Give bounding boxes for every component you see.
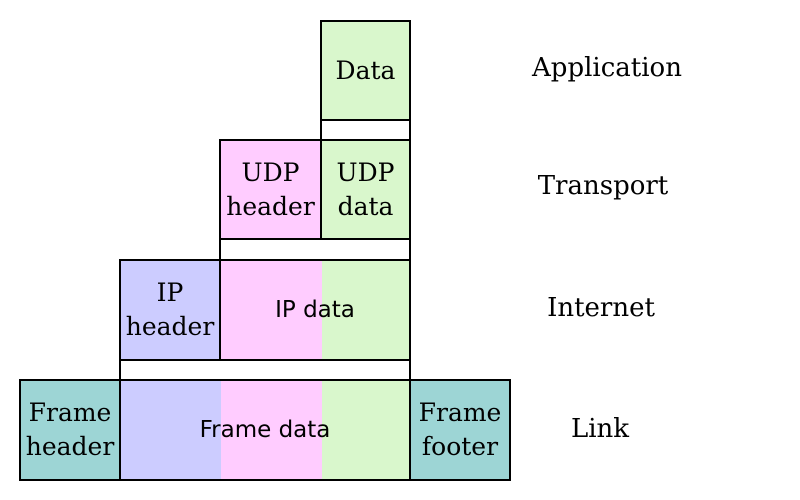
frame-data-box: Frame data <box>119 379 411 481</box>
transport-connector <box>219 238 411 261</box>
application-data-box: Data <box>320 20 411 121</box>
frame-footer-label: Frame footer <box>418 398 502 461</box>
ip-data-udp-header-band <box>221 261 322 359</box>
ip-data-box: IP data <box>219 259 411 361</box>
ip-header-label: IP header <box>125 278 215 341</box>
frame-data-udp-data-band <box>322 381 409 479</box>
udp-data-box: UDP data <box>320 139 411 240</box>
udp-header-box: UDP header <box>219 139 322 240</box>
application-data-label: Data <box>335 55 396 85</box>
ip-data-label-wrap: IP data <box>221 261 409 359</box>
frame-data-udp-header-band <box>221 381 322 479</box>
layer-label-application: Application <box>532 53 682 83</box>
frame-footer-box: Frame footer <box>409 379 511 481</box>
layer-label-transport: Transport <box>537 171 669 201</box>
ip-header-box: IP header <box>119 259 221 361</box>
layer-label-link: Link <box>570 414 630 444</box>
ip-data-label: IP data <box>275 297 355 323</box>
frame-header-label: Frame header <box>25 398 115 461</box>
udp-data-label: UDP data <box>336 157 395 221</box>
layer-label-internet: Internet <box>547 293 655 323</box>
frame-data-label-wrap: Frame data <box>121 381 409 479</box>
application-connector <box>320 119 411 141</box>
frame-header-box: Frame header <box>19 379 121 481</box>
ip-data-udp-data-band <box>322 261 409 359</box>
frame-data-ip-header-band <box>121 381 221 479</box>
frame-data-label: Frame data <box>199 417 331 443</box>
udp-header-label: UDP header <box>226 157 315 221</box>
